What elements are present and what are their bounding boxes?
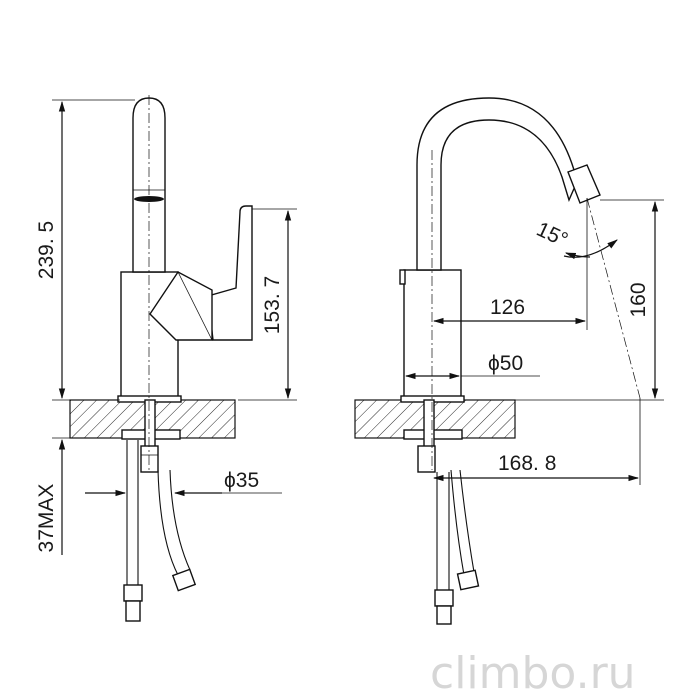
faucet-body-front: [403, 269, 462, 401]
hose-left-b: [157, 469, 191, 576]
hose-right-a: [436, 472, 450, 595]
angle-label: 15°: [533, 218, 572, 252]
hose-left-a: [126, 440, 139, 590]
projection-label: 168. 8: [498, 452, 556, 475]
spout-height-label: 160: [627, 282, 650, 317]
base-diameter-label: ϕ50: [488, 352, 523, 375]
flow-direction-line: [586, 197, 641, 399]
lever-handle-side: [207, 205, 253, 341]
spout-tip: [567, 164, 601, 204]
cartridge-side: [149, 271, 213, 341]
hose-right-b: [450, 469, 475, 576]
mount-max-label: 37MAX: [35, 484, 58, 553]
side-view: 239. 5 153. 7 37MAX ϕ35: [35, 95, 297, 622]
hole-diameter-label: ϕ35: [224, 469, 259, 492]
front-view: 15° 126 ϕ50 160 168. 8: [354, 97, 664, 625]
reach-label: 126: [490, 296, 525, 319]
lever-height-label: 153. 7: [261, 276, 284, 334]
height-total-label: 239. 5: [35, 221, 58, 279]
watermark: climbo.ru: [430, 648, 636, 699]
